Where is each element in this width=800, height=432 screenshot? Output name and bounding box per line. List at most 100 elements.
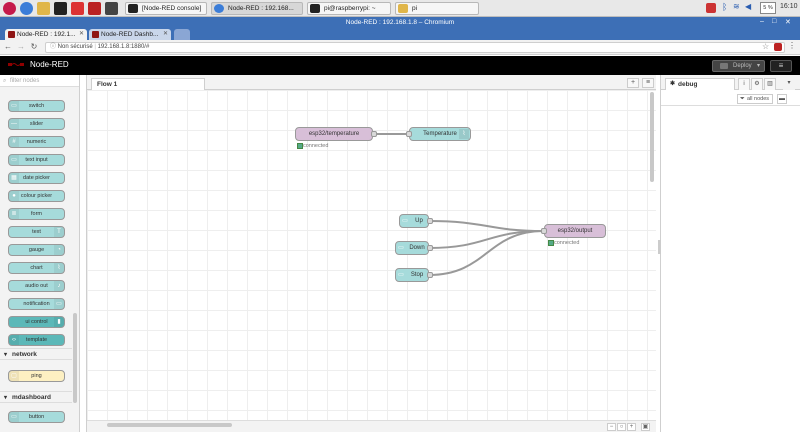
deploy-button[interactable]: Deploy ▾ [712,60,765,72]
tab-info[interactable]: i [738,78,750,90]
wolfram-icon[interactable] [71,2,84,15]
flow-node-mqtt-out[interactable]: esp32/output [541,224,606,238]
output-port[interactable] [427,218,433,224]
output-port[interactable] [427,245,433,251]
textbox-icon: ▭ [9,155,19,165]
filter-icon: ⏷ [740,96,745,102]
task-chromium[interactable]: Node-RED : 192.168... [211,2,303,15]
address-bar[interactable]: ⓘ Non sécurisé | 192.168.1.8:1880/# [45,42,785,53]
star-icon[interactable]: ☆ [762,42,770,51]
add-flow-button[interactable]: + [627,78,639,88]
palette-node-gauge[interactable]: gauge ◔ [8,244,65,256]
terminal-icon [310,4,320,13]
flow-node-down[interactable]: ▭ Down [395,241,433,255]
palette-node-chart[interactable]: chart ⌇ [8,262,65,274]
volume-icon[interactable]: ◀ [745,2,752,11]
flow-canvas[interactable]: esp32/temperature connected Temperature … [87,90,656,420]
window-minimize-icon[interactable]: – [760,18,764,25]
palette-node-numeric[interactable]: # numeric [8,136,65,148]
clear-debug-button[interactable]: ▬ [777,94,787,104]
zoom-reset-button[interactable]: ○ [617,423,626,431]
chrome-menu-icon[interactable]: ⋮ [788,41,796,50]
flow-node-temperature[interactable]: Temperature ⌇ [406,127,471,141]
tab-dashboard[interactable]: ▥ [764,78,776,90]
input-port[interactable] [541,228,547,234]
bluetooth-icon[interactable]: ᛒ [722,2,728,12]
button-icon: ▭ [402,218,408,224]
window-maximize-icon[interactable]: □ [772,18,777,25]
sidebar-menu-button[interactable]: ▾ [783,78,795,90]
category-network[interactable]: ▾ network [0,348,72,360]
palette-node-ui-control[interactable]: ui control ▮ [8,316,65,328]
flow-node-up[interactable]: ▭ Up [399,214,433,228]
vnc-icon[interactable] [706,3,716,13]
folder-icon [398,4,408,13]
debug-filter-button[interactable]: ⏷ all nodes [737,94,773,104]
main-menu-button[interactable]: ≡ [770,60,792,72]
navigator-button[interactable]: ▣ [641,423,650,431]
raspberry-menu-icon[interactable] [3,2,16,15]
palette-node-slider[interactable]: — slider [8,118,65,130]
palette-search-input[interactable]: ⌕ filter nodes [0,75,79,87]
browser-tab-dashboard[interactable]: Node-RED Dashb... ✕ [89,29,171,40]
canvas-horizontal-scrollbar[interactable] [107,423,232,427]
palette: ⌕ filter nodes ▭ switch — slider # numer… [0,75,80,432]
output-port[interactable] [371,131,377,137]
task-terminal[interactable]: pi@raspberrypi: ~ [307,2,391,15]
new-tab-button[interactable] [174,29,190,40]
bug-icon: ✱ [670,81,676,87]
category-mdashboard[interactable]: ▾ mdashboard [0,391,72,403]
speaker-icon: ♪ [54,281,64,291]
wires [373,133,545,276]
zoom-out-button[interactable]: − [607,423,616,431]
palette-node-switch[interactable]: ▭ switch [8,100,65,112]
palette-node-notification[interactable]: notification ▭ [8,298,65,310]
back-icon[interactable]: ← [4,42,12,51]
node-red-favicon [8,31,15,38]
palette-node-form[interactable]: ≣ form [8,208,65,220]
sidebar: ✱ debug i ⚙ ▥ ▾ ⏷ all nodes ▬ [658,75,800,432]
reload-icon[interactable]: ↻ [30,42,38,51]
info-icon: ⓘ [50,44,58,50]
tab-debug[interactable]: ✱ debug [665,78,735,90]
scratch-icon[interactable] [105,2,118,15]
palette-node-text[interactable]: text T [8,226,65,238]
tab-config[interactable]: ⚙ [751,78,763,90]
close-tab-icon[interactable]: ✕ [78,31,84,37]
palette-scrollbar[interactable] [73,313,77,403]
browser-tab-node-red[interactable]: Node-RED : 192.1... ✕ [5,29,87,40]
button-icon: ▭ [398,245,404,251]
window-close-icon[interactable]: ✕ [785,19,791,26]
flow-node-mqtt-in[interactable]: esp32/temperature [295,127,377,141]
palette-node-text-input[interactable]: ▭ text input [8,154,65,166]
mathematica-icon[interactable] [88,2,101,15]
palette-node-ping[interactable]: ▢ ping [8,370,65,382]
task-node-red-console[interactable]: [Node-RED console] [125,2,207,15]
folder-icon[interactable] [37,2,50,15]
palette-node-date-picker[interactable]: ▦ date picker [8,172,65,184]
calendar-icon: ▦ [9,173,19,183]
output-port[interactable] [427,272,433,278]
palette-node-template[interactable]: ‹› template [8,334,65,346]
palette-node-colour-picker[interactable]: ● colour picker [8,190,65,202]
flow-list-button[interactable]: ≡ [642,78,654,88]
wifi-icon[interactable]: ≋ [733,2,740,11]
terminal-icon[interactable] [54,2,67,15]
palette-node-audio-out[interactable]: audio out ♪ [8,280,65,292]
zoom-in-button[interactable]: + [627,423,636,431]
palette-node-button[interactable]: ▭ button [8,411,65,423]
input-port[interactable] [406,131,412,137]
forward-icon[interactable]: → [17,42,25,51]
task-file-manager[interactable]: pi [395,2,479,15]
sidebar-resize-handle[interactable] [658,240,661,254]
globe-icon[interactable] [20,2,33,15]
flow-node-stop[interactable]: ▭ Stop [395,268,433,282]
chevron-down-icon[interactable]: ▾ [757,63,761,69]
extension-icon[interactable] [774,43,782,51]
canvas-vertical-scrollbar[interactable] [650,92,654,182]
tab-flow-1[interactable]: Flow 1 [91,78,205,90]
close-tab-icon[interactable]: ✕ [162,31,168,37]
browser-tabstrip: Node-RED : 192.1... ✕ Node-RED Dashb... … [0,28,800,40]
app-title: Node-RED [30,60,69,69]
node-red-header: Node-RED Deploy ▾ ≡ [0,56,800,75]
